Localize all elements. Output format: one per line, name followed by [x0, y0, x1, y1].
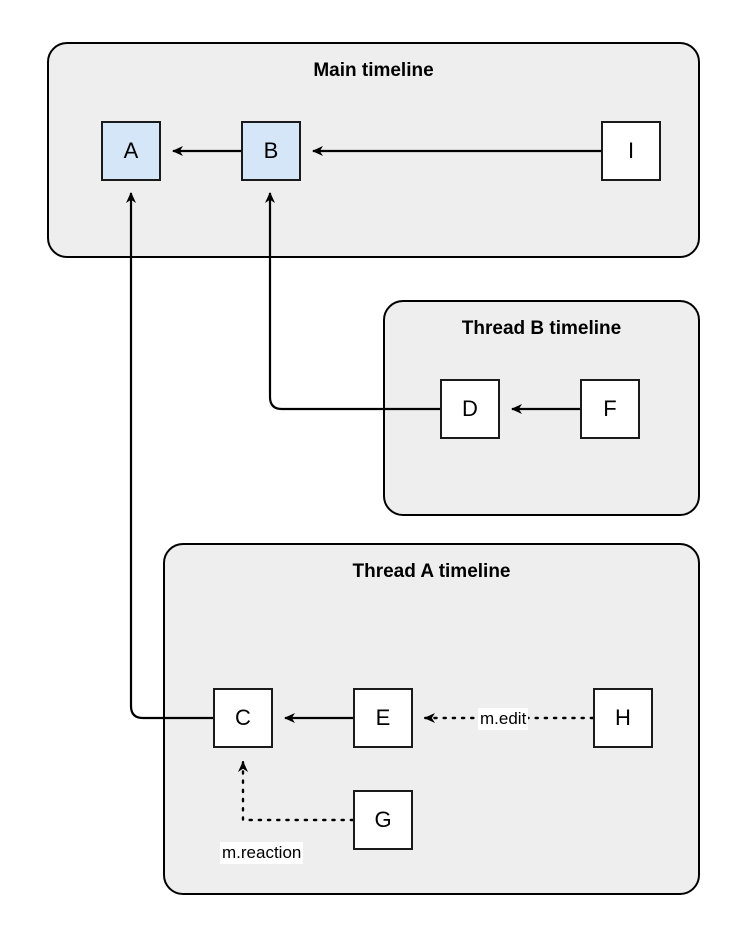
node-f-label: F: [603, 396, 617, 421]
edge-label-m-edit: m.edit: [478, 708, 529, 730]
node-i-label: I: [627, 138, 635, 163]
container-main-timeline-title: Main timeline: [313, 60, 434, 81]
node-f[interactable]: F: [580, 379, 640, 439]
node-g-label: G: [374, 807, 392, 832]
node-c-label: C: [235, 705, 251, 730]
node-e[interactable]: E: [353, 688, 413, 748]
node-d-label: D: [462, 396, 478, 421]
node-b-label: B: [263, 138, 279, 163]
node-i[interactable]: I: [601, 121, 661, 181]
container-thread-b-timeline-title: Thread B timeline: [461, 318, 622, 339]
node-g[interactable]: G: [353, 790, 413, 850]
node-a-label: A: [123, 138, 139, 163]
node-a[interactable]: A: [101, 121, 161, 181]
node-h-label: H: [615, 705, 631, 730]
edge-label-m-reaction: m.reaction: [220, 842, 304, 864]
node-e-label: E: [375, 705, 391, 730]
container-thread-a-timeline-title: Thread A timeline: [352, 561, 511, 582]
node-d[interactable]: D: [440, 379, 500, 439]
node-h[interactable]: H: [593, 688, 653, 748]
node-c[interactable]: C: [213, 688, 273, 748]
node-b[interactable]: B: [241, 121, 301, 181]
